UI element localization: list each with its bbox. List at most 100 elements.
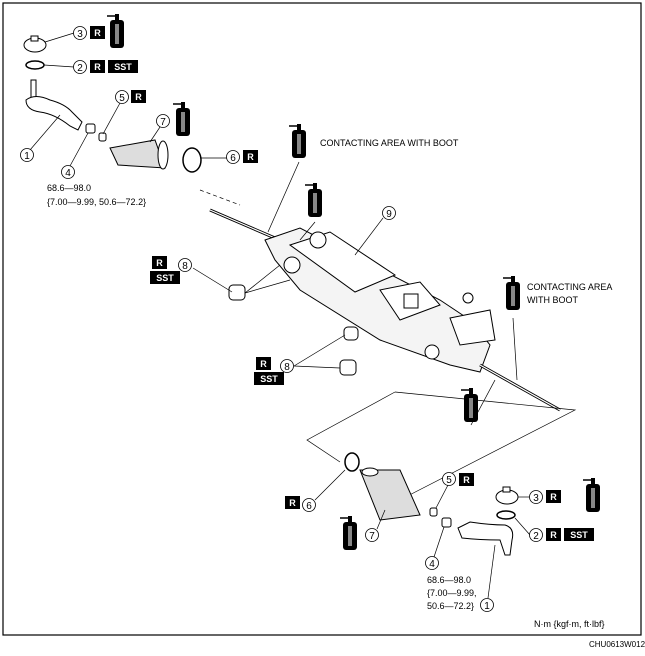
callout-1-bottom: 1 bbox=[480, 598, 494, 612]
frame-border bbox=[2, 2, 642, 636]
tie-rod-end-bottom bbox=[457, 521, 514, 556]
steering-gear-housing bbox=[264, 227, 496, 373]
o-ring-top bbox=[25, 60, 45, 70]
callout-3-bottom: 3 bbox=[529, 490, 543, 504]
svg-text:1: 1 bbox=[24, 151, 30, 162]
torque-upper-line1: 68.6—98.0 bbox=[47, 183, 91, 193]
boot-bottom bbox=[359, 467, 421, 521]
svg-text:8: 8 bbox=[284, 362, 290, 373]
sst-tag: SST bbox=[254, 372, 284, 385]
svg-text:5: 5 bbox=[119, 93, 125, 104]
svg-text:2: 2 bbox=[533, 531, 539, 542]
callout-5-top: 5 bbox=[115, 90, 129, 104]
svg-text:R: R bbox=[550, 530, 557, 540]
svg-text:R: R bbox=[94, 28, 101, 38]
sst-tag: SST bbox=[564, 528, 594, 541]
svg-text:9: 9 bbox=[386, 209, 392, 220]
svg-text:R: R bbox=[260, 359, 267, 369]
torque-lower-line2: {7.00—9.99, bbox=[427, 588, 477, 598]
callout-7-top: 7 bbox=[156, 114, 170, 128]
replace-tag: R bbox=[256, 357, 271, 370]
grease-can-icon bbox=[460, 387, 479, 423]
torque-units: N·m {kgf·m, ft·lbf} bbox=[534, 619, 605, 629]
svg-text:4: 4 bbox=[65, 168, 71, 179]
callout-8-left: 8 bbox=[178, 258, 192, 272]
dust-boot-top bbox=[23, 35, 47, 53]
replace-tag: R bbox=[243, 150, 258, 163]
callout-7-bottom: 7 bbox=[365, 528, 379, 542]
svg-text:R: R bbox=[156, 258, 163, 268]
replace-tag: R bbox=[459, 473, 474, 486]
callout-4-top: 4 bbox=[61, 165, 75, 179]
grease-can-icon bbox=[339, 515, 358, 551]
grease-can-icon bbox=[304, 182, 323, 218]
svg-text:R: R bbox=[94, 62, 101, 72]
svg-text:R: R bbox=[550, 492, 557, 502]
callout-9: 9 bbox=[382, 206, 396, 220]
callout-8-center: 8 bbox=[280, 359, 294, 373]
callout-2-bottom: 2 bbox=[529, 528, 543, 542]
svg-text:6: 6 bbox=[306, 501, 312, 512]
clamp-top bbox=[182, 147, 202, 173]
svg-text:3: 3 bbox=[77, 29, 83, 40]
svg-text:2: 2 bbox=[77, 63, 83, 74]
svg-text:7: 7 bbox=[369, 531, 375, 542]
callout-1-top: 1 bbox=[20, 148, 34, 162]
nut-bottom bbox=[429, 507, 438, 517]
callout-2-top: 2 bbox=[73, 60, 87, 74]
sst-tag: SST bbox=[108, 60, 138, 73]
bushing-center-lower bbox=[339, 359, 357, 376]
svg-text:6: 6 bbox=[230, 153, 236, 164]
grease-can-icon bbox=[288, 123, 307, 159]
svg-text:SST: SST bbox=[260, 374, 278, 384]
torque-lower-line3: 50.6—72.2} bbox=[427, 601, 474, 611]
tie-rod-left bbox=[209, 208, 276, 240]
svg-text:4: 4 bbox=[429, 559, 435, 570]
replace-tag: R bbox=[285, 496, 300, 509]
callout-3-top: 3 bbox=[73, 26, 87, 40]
svg-text:SST: SST bbox=[570, 530, 588, 540]
nut-top bbox=[98, 132, 107, 142]
dust-boot-bottom bbox=[495, 486, 519, 505]
locknut-bottom bbox=[441, 517, 452, 528]
contacting-area-note-upper: CONTACTING AREA WITH BOOT bbox=[320, 138, 459, 148]
contacting-area-note-right-2: WITH BOOT bbox=[527, 295, 578, 305]
torque-lower-line1: 68.6—98.0 bbox=[427, 575, 471, 585]
svg-text:R: R bbox=[135, 92, 142, 102]
replace-tag: R bbox=[152, 256, 167, 269]
grease-can-icon bbox=[502, 275, 521, 311]
bushing-left bbox=[228, 284, 246, 301]
grease-can-icon bbox=[582, 477, 601, 513]
locknut-top bbox=[85, 123, 96, 134]
tie-rod-end-top bbox=[25, 79, 83, 131]
sst-tag: SST bbox=[150, 271, 180, 284]
svg-text:R: R bbox=[247, 152, 254, 162]
figure-code: CHU0613W012 bbox=[589, 640, 645, 649]
contacting-area-note-right-1: CONTACTING AREA bbox=[527, 282, 612, 292]
svg-text:7: 7 bbox=[160, 117, 166, 128]
grease-can-icon bbox=[172, 101, 191, 137]
grease-can-icon bbox=[106, 13, 125, 49]
tie-rod-right bbox=[479, 363, 561, 412]
callout-5-bottom: 5 bbox=[442, 472, 456, 486]
svg-text:SST: SST bbox=[114, 62, 132, 72]
torque-upper-line2: {7.00—9.99, 50.6—72.2} bbox=[47, 197, 146, 207]
bushing-center-upper bbox=[343, 326, 359, 341]
replace-tag: R bbox=[131, 90, 146, 103]
o-ring-bottom bbox=[496, 510, 516, 520]
svg-text:R: R bbox=[463, 475, 470, 485]
replace-tag: R bbox=[90, 60, 105, 73]
clamp-bottom bbox=[344, 452, 360, 472]
callout-6-bottom: 6 bbox=[302, 498, 316, 512]
svg-text:8: 8 bbox=[182, 261, 188, 272]
callout-6-top: 6 bbox=[226, 150, 240, 164]
svg-text:3: 3 bbox=[533, 493, 539, 504]
replace-tag: R bbox=[90, 26, 105, 39]
boot-top bbox=[109, 139, 169, 170]
callout-4-bottom: 4 bbox=[425, 556, 439, 570]
svg-text:SST: SST bbox=[156, 273, 174, 283]
replace-tag: R bbox=[546, 528, 561, 541]
svg-text:R: R bbox=[289, 498, 296, 508]
replace-tag: R bbox=[546, 490, 561, 503]
